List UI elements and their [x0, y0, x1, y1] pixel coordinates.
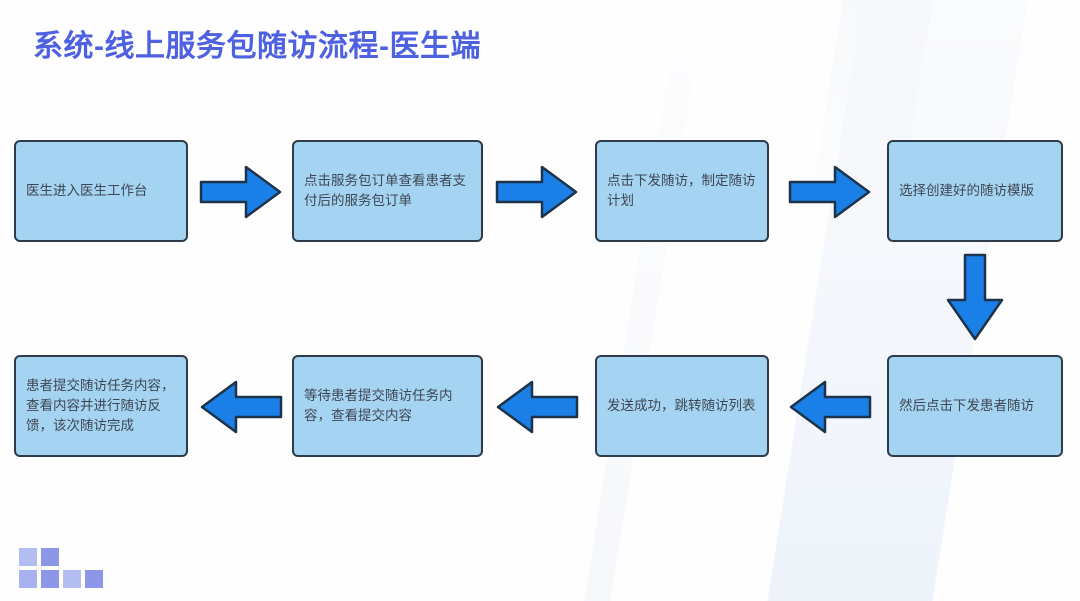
- flow-step-6-box: 发送成功，跳转随访列表: [595, 355, 769, 457]
- flow-step-8-label: 患者提交随访任务内容，查看内容并进行随访反馈，该次随访完成: [26, 378, 175, 433]
- flow-step-1-label: 医生进入医生工作台: [26, 183, 148, 198]
- deco-square: [41, 548, 59, 566]
- flow-step-7-box: 等待患者提交随访任务内容，查看提交内容: [292, 355, 483, 457]
- flow-step-8-box: 患者提交随访任务内容，查看内容并进行随访反馈，该次随访完成: [14, 355, 188, 457]
- arrow-right-icon-3: [788, 163, 872, 221]
- deco-square: [19, 548, 37, 566]
- deco-squares-icon: [19, 548, 125, 592]
- page-title: 系统-线上服务包随访流程-医生端: [33, 30, 481, 63]
- flow-step-3-label: 点击下发随访，制定随访计划: [607, 173, 756, 208]
- arrow-down-icon: [945, 253, 1005, 343]
- deco-square: [63, 570, 81, 588]
- background-diagonal-line: [574, 0, 716, 601]
- flow-step-4-box: 选择创建好的随访模版: [887, 140, 1063, 242]
- flow-step-1-box: 医生进入医生工作台: [14, 140, 188, 242]
- flow-step-2-label: 点击服务包订单查看患者支付后的服务包订单: [304, 173, 466, 208]
- flow-step-5-box: 然后点击下发患者随访: [887, 355, 1063, 457]
- deco-square: [41, 570, 59, 588]
- flow-step-7-label: 等待患者提交随访任务内容，查看提交内容: [304, 388, 453, 423]
- flow-step-4-label: 选择创建好的随访模版: [899, 183, 1034, 198]
- arrow-right-icon-2: [495, 163, 579, 221]
- flow-step-2-box: 点击服务包订单查看患者支付后的服务包订单: [292, 140, 483, 242]
- arrow-left-icon-2: [495, 378, 579, 436]
- arrow-left-icon-3: [199, 378, 283, 436]
- arrow-left-icon-1: [788, 378, 872, 436]
- deco-square: [85, 570, 103, 588]
- flow-step-3-box: 点击下发随访，制定随访计划: [595, 140, 769, 242]
- flow-step-5-label: 然后点击下发患者随访: [899, 398, 1034, 413]
- deco-square: [19, 570, 37, 588]
- arrow-right-icon-1: [199, 163, 283, 221]
- flow-step-6-label: 发送成功，跳转随访列表: [607, 398, 756, 413]
